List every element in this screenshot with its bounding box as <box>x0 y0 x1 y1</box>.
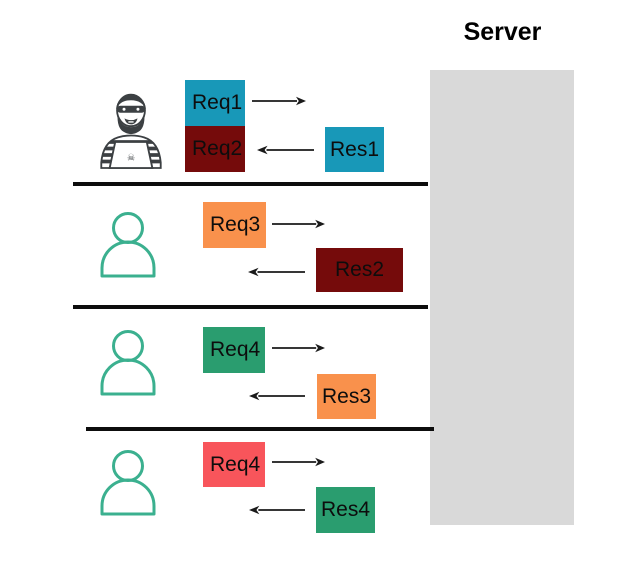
res3-box: Res3 <box>317 374 376 419</box>
req2-box: Req2 <box>185 126 245 172</box>
arrow-right-icon <box>272 456 325 468</box>
req3-box: Req3 <box>203 202 266 248</box>
server-box <box>430 70 574 525</box>
person-icon <box>94 328 164 400</box>
res2-box: Res2 <box>316 248 403 292</box>
req4-box: Req4 <box>203 442 265 487</box>
person-icon <box>94 210 164 282</box>
row-divider <box>86 427 434 431</box>
arrow-right-icon <box>252 95 306 107</box>
arrow-right-icon <box>272 218 325 230</box>
row-divider <box>73 305 428 309</box>
arrow-right-icon <box>272 342 325 354</box>
row-divider <box>73 182 428 186</box>
res1-box: Res1 <box>325 127 384 172</box>
res4-box: Res4 <box>316 487 375 533</box>
hacker-icon: ☠ <box>92 84 170 174</box>
arrow-left-icon <box>257 144 314 156</box>
person-icon <box>94 448 164 520</box>
req1-box: Req1 <box>185 80 245 126</box>
server-label: Server <box>463 18 542 46</box>
arrow-left-icon <box>249 390 305 402</box>
arrow-left-icon <box>249 504 305 516</box>
arrow-left-icon <box>248 266 305 278</box>
skull-icon: ☠ <box>127 153 135 164</box>
req4-box: Req4 <box>203 327 265 373</box>
